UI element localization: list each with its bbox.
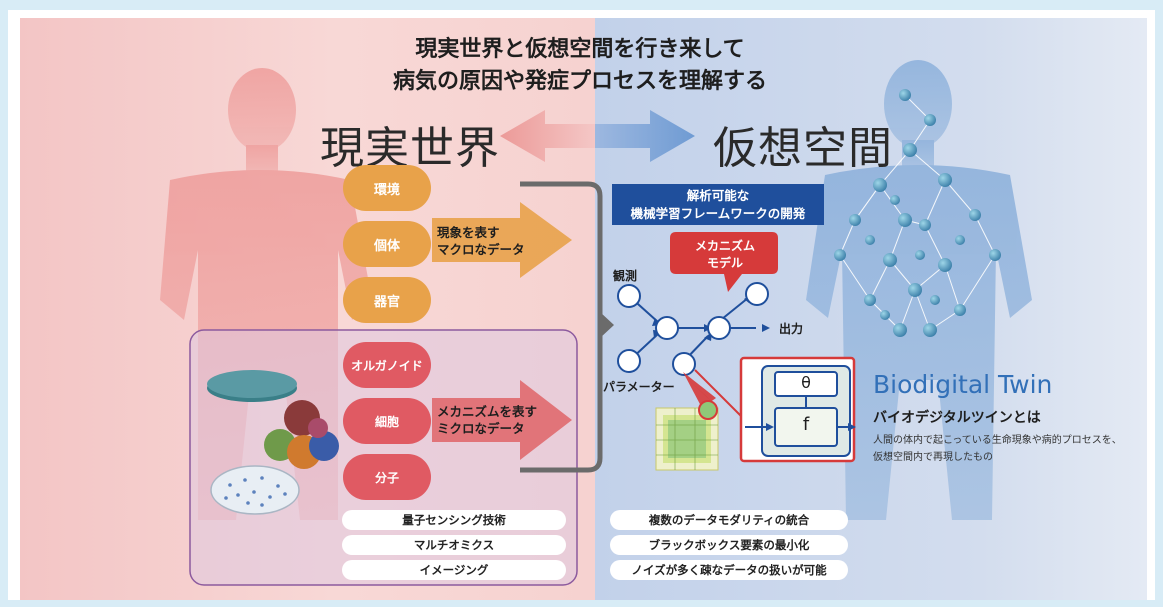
zoom-circle xyxy=(698,400,718,420)
macro-data-arrow xyxy=(432,202,572,278)
bdt-desc-line-1: 人間の体内で起こっている生命現象や病的プロセスを、 xyxy=(873,435,1122,446)
micro-arrow-label: メカニズムを表す ミクロなデータ xyxy=(437,403,537,437)
micro-data-arrow xyxy=(432,380,572,460)
framework-line-2: 機械学習フレームワークの開発 xyxy=(630,206,806,221)
bracket-pointer xyxy=(600,312,614,338)
virtual-space-heading: 仮想空間 xyxy=(713,123,893,174)
technique-quantum-sensing: 量子センシング技術 xyxy=(342,510,566,530)
bdt-title: Biodigital Twin xyxy=(873,370,1053,399)
cell-cluster xyxy=(264,400,339,469)
feature-multimodal: 複数のデータモダリティの統合 xyxy=(610,510,848,530)
macro-arrow-line-1: 現象を表す xyxy=(437,225,500,240)
petri-dish xyxy=(210,465,300,515)
macro-item-individual: 個体 xyxy=(343,221,431,267)
page-title: 現実世界と仮想空間を行き来して 病気の原因や発症プロセスを理解する xyxy=(330,34,830,98)
mechanism-model-label: メカニズム モデル xyxy=(666,238,784,272)
feature-sparse-data: ノイズが多く疎なデータの扱いが可能 xyxy=(610,560,848,580)
observation-label: 観測 xyxy=(613,269,638,283)
micro-arrow-line-2: ミクロなデータ xyxy=(437,421,525,436)
title-line-1: 現実世界と仮想空間を行き来して xyxy=(415,37,745,62)
mechanism-line-1: メカニズム xyxy=(694,239,755,253)
mechanism-line-2: モデル xyxy=(706,256,743,270)
micro-arrow-line-1: メカニズムを表す xyxy=(437,404,538,419)
framework-line-1: 解析可能な xyxy=(686,188,750,203)
macro-item-environment: 環境 xyxy=(343,165,431,211)
micro-item-molecule: 分子 xyxy=(343,454,431,500)
macro-arrow-label: 現象を表す マクロなデータ xyxy=(437,224,525,258)
macro-arrow-line-2: マクロなデータ xyxy=(437,242,525,257)
title-line-2: 病気の原因や発症プロセスを理解する xyxy=(392,69,767,94)
neural-net-nodes xyxy=(617,282,769,376)
technique-multiomics: マルチオミクス xyxy=(342,535,566,555)
bidirectional-arrow-right-half xyxy=(595,110,695,162)
micro-item-cell: 細胞 xyxy=(343,398,431,444)
function-symbol: f xyxy=(802,414,810,435)
theta-symbol: θ xyxy=(801,373,811,392)
zoom-wedge xyxy=(683,372,716,408)
output-label: 出力 xyxy=(779,322,804,336)
bdt-description: 人間の体内で起こっている生命現象や病的プロセスを、 仮想空間内で再現したもの xyxy=(873,432,1153,466)
mechanism-callout-box xyxy=(670,232,778,292)
technique-imaging: イメージング xyxy=(342,560,566,580)
bidirectional-arrow-left-half xyxy=(500,110,595,162)
bdt-subtitle: バイオデジタルツインとは xyxy=(873,410,1041,426)
macro-item-organ: 器官 xyxy=(343,277,431,323)
data-cube xyxy=(655,407,719,471)
petri-dots xyxy=(224,476,287,507)
network-nodes xyxy=(834,89,1001,337)
bdt-desc-line-2: 仮想空間内で再現したもの xyxy=(873,452,993,463)
micro-item-organoid: オルガノイド xyxy=(343,342,431,388)
feature-blackbox: ブラックボックス要素の最小化 xyxy=(610,535,848,555)
parameter-label: パラメーター xyxy=(603,380,675,394)
framework-box: 解析可能な 機械学習フレームワークの開発 xyxy=(612,184,824,225)
neural-net-edges xyxy=(628,295,756,362)
